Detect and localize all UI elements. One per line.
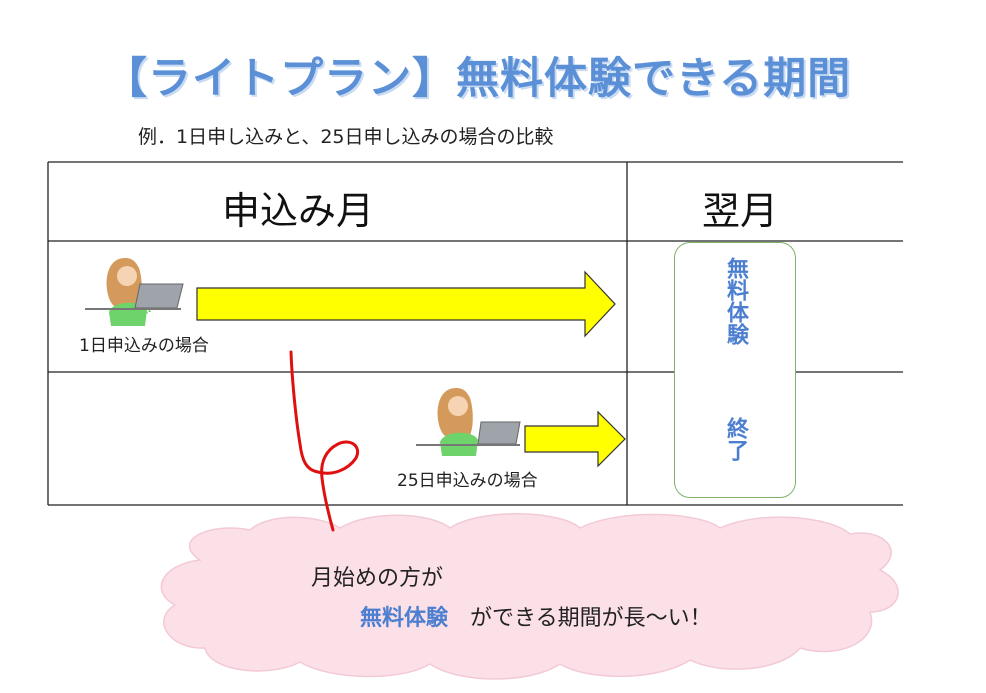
col-header-application-month: 申込み月 xyxy=(222,189,375,233)
callout-line2-rest: ができる期間が長～い！ xyxy=(470,606,712,631)
woman-laptop-icon xyxy=(416,388,521,456)
arrow-right-icon xyxy=(524,410,626,468)
col-header-next-month: 翌月 xyxy=(702,189,779,233)
badge-line-bottom: 終了 xyxy=(723,417,748,461)
callout-line1: 月始めの方が xyxy=(311,566,444,591)
callout-line2: 無料体験ができる期間が長～い！ xyxy=(360,600,712,632)
arrow-right-icon xyxy=(196,270,616,338)
comparison-subtitle: 例．1日申し込みと、25日申し込みの場合の比較 xyxy=(138,126,554,148)
page-title: 【ライトプラン】無料体験できる期間 xyxy=(104,54,852,104)
callout-highlight: 無料体験 xyxy=(360,606,449,631)
row2-caption: 25日申込みの場合 xyxy=(397,471,538,491)
row1-caption: 1日申込みの場合 xyxy=(79,336,209,356)
pointer-line xyxy=(289,350,359,532)
cloud-callout xyxy=(160,513,899,680)
trial-end-badge: 無料体験 終了 xyxy=(674,242,796,498)
badge-line-top: 無料体験 xyxy=(723,257,748,345)
woman-laptop-icon xyxy=(85,258,184,326)
